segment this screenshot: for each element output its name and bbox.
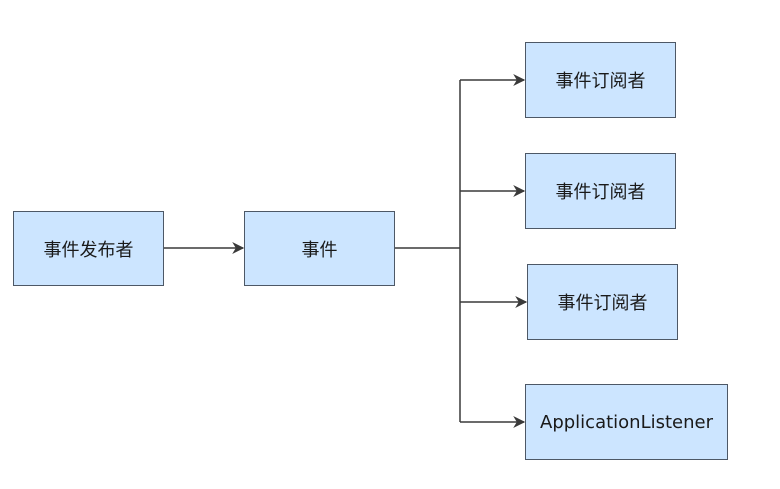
node-application-listener-label: ApplicationListener — [540, 411, 713, 433]
node-subscriber-2-label: 事件订阅者 — [555, 182, 646, 203]
node-publisher[interactable]: 事件发布者 — [13, 211, 164, 286]
node-application-listener[interactable]: ApplicationListener — [525, 384, 728, 460]
node-subscriber-1-label: 事件订阅者 — [555, 71, 646, 92]
node-event[interactable]: 事件 — [244, 211, 395, 286]
node-subscriber-1[interactable]: 事件订阅者 — [525, 42, 676, 118]
node-publisher-label: 事件发布者 — [43, 239, 134, 261]
node-event-label: 事件 — [301, 239, 338, 261]
node-subscriber-3-label: 事件订阅者 — [557, 293, 648, 314]
node-subscriber-3[interactable]: 事件订阅者 — [527, 264, 678, 340]
node-subscriber-2[interactable]: 事件订阅者 — [525, 153, 676, 229]
